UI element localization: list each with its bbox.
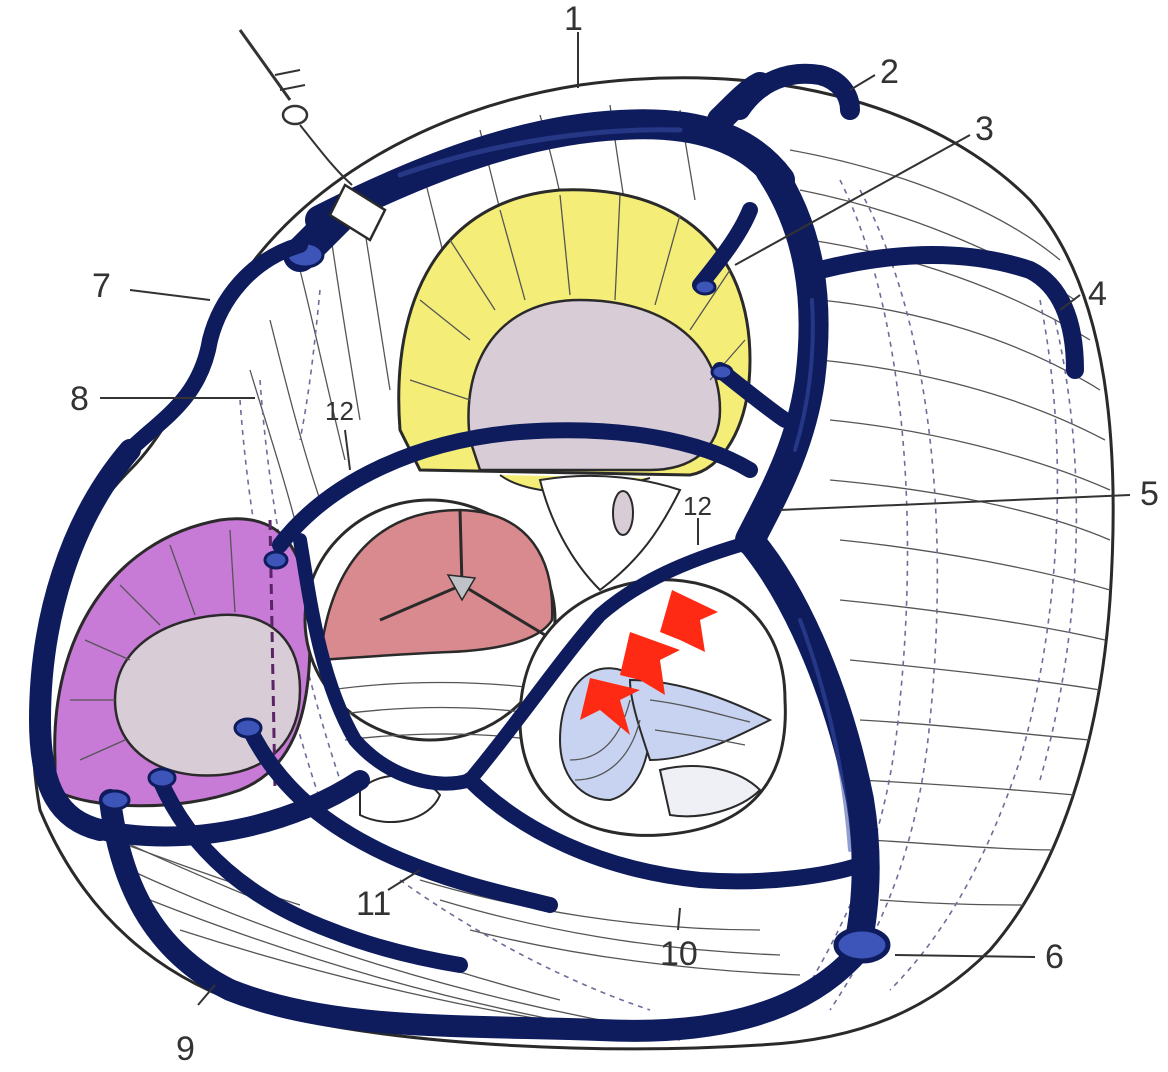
label-5: 5	[1140, 475, 1159, 513]
label-7: 7	[92, 267, 111, 305]
needle-icon	[240, 30, 352, 185]
label-10: 10	[660, 935, 698, 973]
label-9: 9	[176, 1030, 195, 1068]
pulmonary-valve	[520, 580, 785, 836]
label-8: 8	[70, 380, 89, 418]
label-3: 3	[975, 110, 994, 148]
label-6: 6	[1045, 938, 1064, 976]
label-4: 4	[1088, 275, 1107, 313]
label-11: 11	[356, 885, 391, 923]
label-1: 1	[564, 0, 583, 38]
label-12-right: 12	[683, 491, 712, 521]
label-2: 2	[880, 53, 899, 91]
label-12-left: 12	[325, 396, 354, 426]
